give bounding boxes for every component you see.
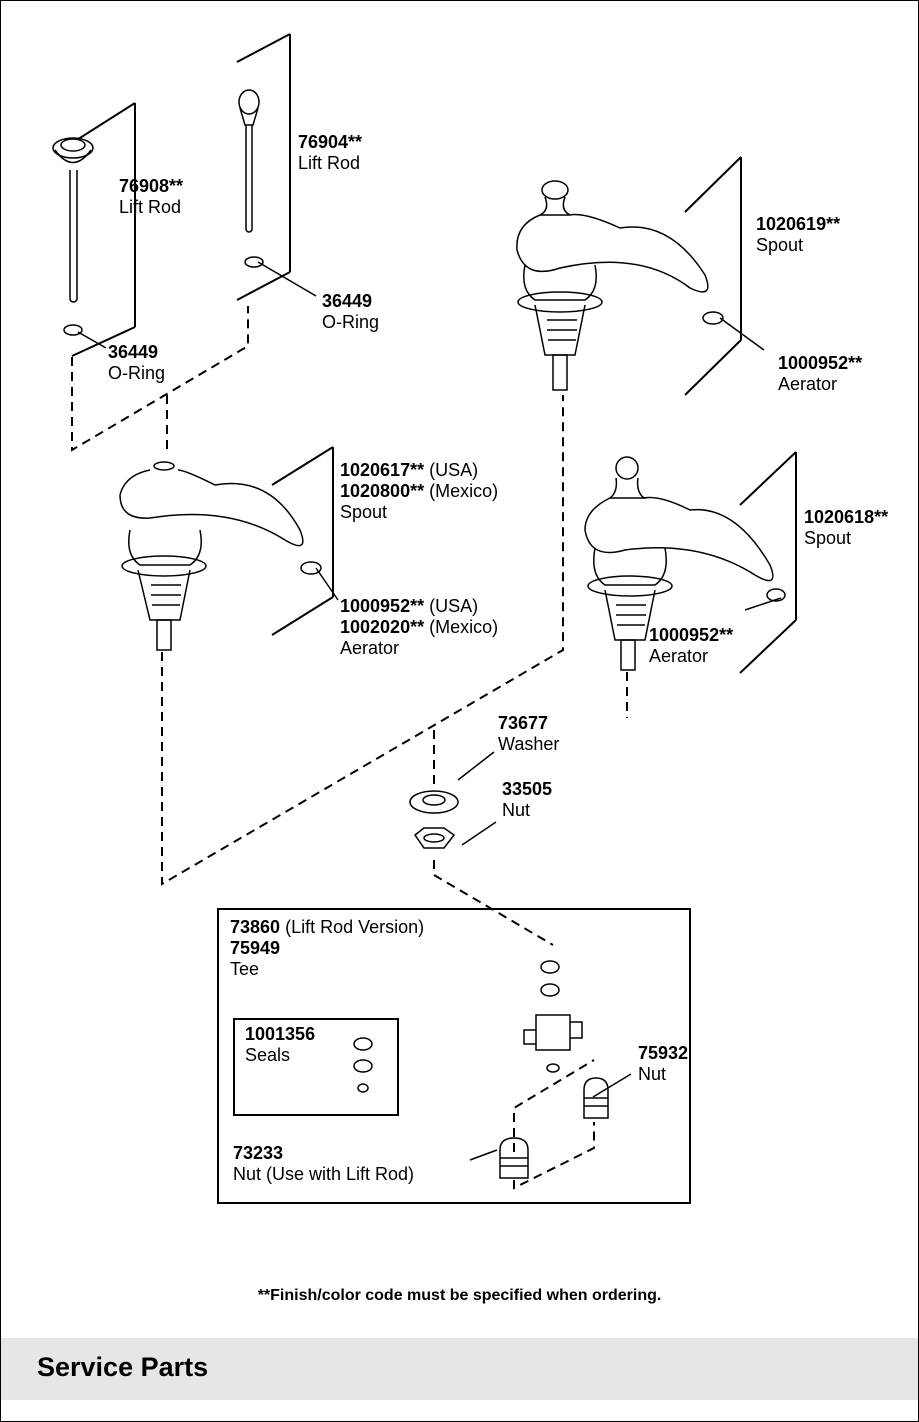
part-number: 36449 [322, 291, 373, 311]
part-number: 1002020** [340, 617, 425, 637]
tee-drawing [353, 960, 609, 1179]
leader-lines [77, 261, 782, 1161]
seals-kit-box [233, 1018, 399, 1116]
part-number: 73860 [230, 917, 281, 937]
faucet-right-drawing [584, 456, 786, 671]
section-header-band: Service Parts [1, 1338, 918, 1400]
part-name: Nut [638, 1064, 667, 1084]
label-lift-rod-76908: 76908**Lift Rod [119, 176, 183, 218]
part-number: 75949 [230, 938, 281, 958]
part-number: 36449 [108, 342, 159, 362]
part-name: O-Ring [108, 363, 166, 383]
part-name: Aerator [649, 646, 709, 666]
part-number: 1000952** [778, 353, 863, 373]
part-number: 73233 [233, 1143, 284, 1163]
washer-nut-drawing [409, 790, 459, 849]
part-note: (Mexico) [429, 481, 499, 501]
part-name: Tee [230, 959, 260, 979]
part-name: Seals [245, 1045, 291, 1065]
part-name: Lift Rod [298, 153, 361, 173]
label-spout-1020619: 1020619**Spout [756, 214, 840, 256]
part-name: Spout [756, 235, 804, 255]
part-number: 1000952** [649, 625, 734, 645]
part-number: 76904** [298, 132, 363, 152]
part-number: 75932 [638, 1043, 689, 1063]
tee-kit-box [217, 908, 691, 1204]
part-name: Washer [498, 734, 560, 754]
lift-rod-76904-drawing [238, 89, 264, 268]
part-note: (Lift Rod Version) [285, 917, 425, 937]
part-number: 76908** [119, 176, 184, 196]
label-spout-left: 1020617** (USA) 1020800** (Mexico) Spout [340, 460, 498, 523]
label-aerator-right: 1000952**Aerator [649, 625, 733, 667]
part-number: 1020618** [804, 507, 889, 527]
exploded-parts-diagram [52, 33, 797, 1190]
part-name: Lift Rod [119, 197, 182, 217]
label-aerator-left: 1000952** (USA) 1002020** (Mexico) Aerat… [340, 596, 498, 659]
part-number: 1000952** [340, 596, 425, 616]
part-number: 1020800** [340, 481, 425, 501]
part-number: 1001356 [245, 1024, 316, 1044]
part-name: Nut (Use with Lift Rod) [233, 1164, 415, 1184]
section-title: Service Parts [37, 1352, 209, 1382]
faucet-top-drawing [516, 180, 724, 391]
label-tee: 73860 (Lift Rod Version) 75949 Tee [230, 917, 424, 980]
part-name: O-Ring [322, 312, 380, 332]
part-number: 1020619** [756, 214, 841, 234]
part-number: 1020617** [340, 460, 425, 480]
part-number: 33505 [502, 779, 553, 799]
part-name: Aerator [778, 374, 838, 394]
part-name: Nut [502, 800, 531, 820]
label-lift-rod-76904: 76904**Lift Rod [298, 132, 362, 174]
part-name: Aerator [340, 638, 400, 658]
lift-rod-76908-drawing [52, 137, 94, 336]
label-spout-1020618: 1020618**Spout [804, 507, 888, 549]
part-number: 73677 [498, 713, 549, 733]
label-aerator-top: 1000952**Aerator [778, 353, 862, 395]
part-name: Spout [804, 528, 852, 548]
bracket-lines [71, 33, 797, 674]
part-note: (USA) [429, 596, 479, 616]
dashed-connectors [71, 306, 628, 1190]
part-name: Spout [340, 502, 388, 522]
ordering-footnote: **Finish/color code must be specified wh… [257, 1287, 662, 1304]
part-note: (Mexico) [429, 617, 499, 637]
faucet-left-drawing [119, 461, 322, 651]
part-note: (USA) [429, 460, 479, 480]
